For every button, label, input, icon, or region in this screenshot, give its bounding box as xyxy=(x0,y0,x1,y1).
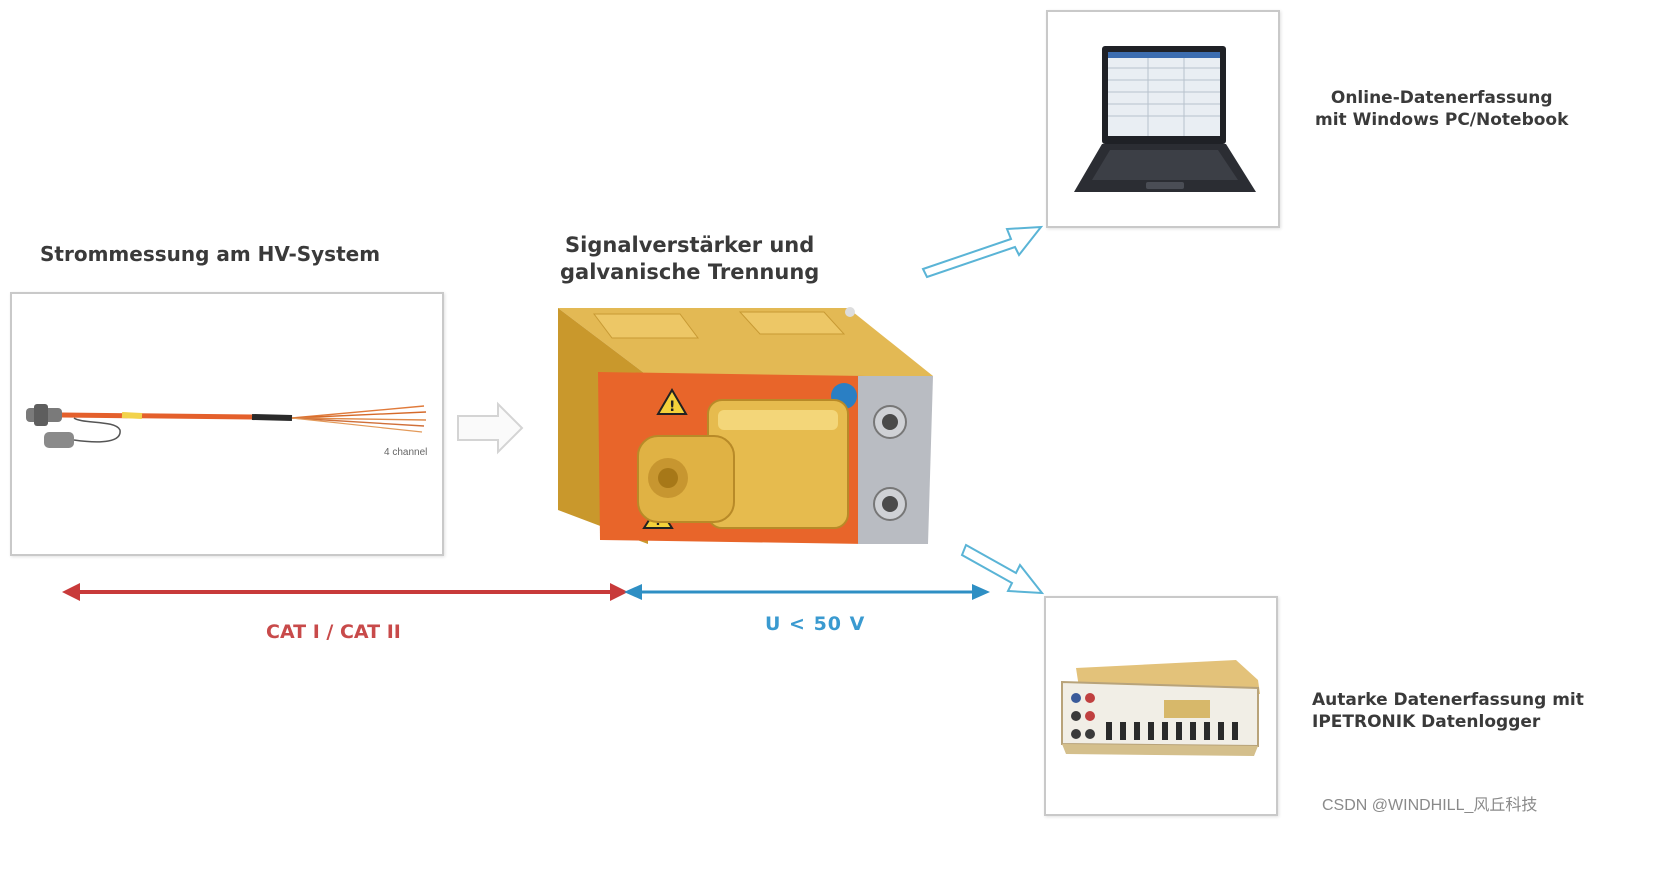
sensor-cable-image-box: 4 channel xyxy=(10,292,444,556)
voltage-range-arrow xyxy=(624,584,990,600)
autonomous-logging-label: Autarke Datenerfassung mit IPETRONIK Dat… xyxy=(1312,690,1584,732)
online-acquisition-label: Online-Datenerfassung mit Windows PC/Not… xyxy=(1315,88,1569,130)
top-pad-left xyxy=(593,313,699,339)
signal-amplifier-module: ! ! xyxy=(558,307,933,544)
flow-arrow-to-datalogger xyxy=(960,543,1045,595)
cat-range-arrow xyxy=(62,583,628,601)
notebook-screen xyxy=(1108,52,1220,136)
sensor-cable-drawing xyxy=(26,404,427,448)
voltage-range-label: U < 50 V xyxy=(765,613,866,635)
datalogger-image-box xyxy=(1044,596,1278,816)
svg-text:!: ! xyxy=(669,399,675,415)
orange-cable xyxy=(61,412,253,420)
cat-range-label: CAT I / CAT II xyxy=(266,621,401,643)
flow-arrow-to-notebook xyxy=(921,225,1044,279)
top-pad-right xyxy=(738,311,846,335)
datalogger-drawing xyxy=(1061,660,1260,756)
warning-icon-top xyxy=(656,388,688,415)
reference-plug xyxy=(44,432,74,448)
amplifier-title-label: Signalverstärker und galvanische Trennun… xyxy=(560,233,820,284)
watermark-text: CSDN @WINDHILL_风丘科技 xyxy=(1322,797,1538,814)
notebook-image-box xyxy=(1046,10,1280,228)
flow-arrow-cable-to-amplifier xyxy=(457,401,524,455)
current-measurement-label: Strommessung am HV-System xyxy=(40,242,381,266)
channel-note: 4 channel xyxy=(384,447,428,458)
notebook-drawing xyxy=(1074,46,1256,192)
